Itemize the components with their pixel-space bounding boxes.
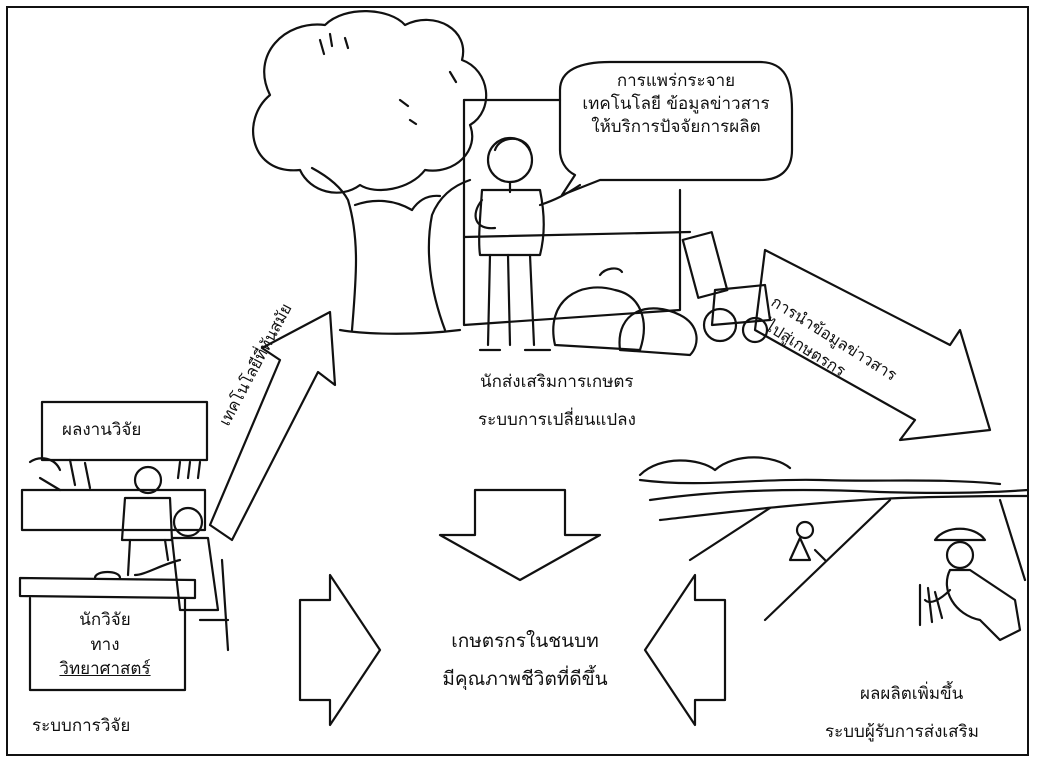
board-panel (462, 98, 692, 327)
bubble-line-3: ให้บริการปัจจัยการผลิต (591, 116, 761, 137)
research-system-label: ระบบการวิจัย (32, 716, 131, 736)
researcher-label-line-1: นักวิจัย (79, 610, 131, 630)
farm-field-illustration (638, 456, 1030, 642)
information-arrow (753, 248, 992, 442)
researcher-label-line-2: ทาง (90, 634, 120, 655)
researcher-label: นักวิจัย ทาง วิทยาศาสตร์ (30, 608, 180, 682)
center-line-1: เกษตรกรในชนบท (451, 630, 599, 652)
speech-bubble-text: การแพร่กระจาย เทคโนโลยี ข้อมูลข่าวสาร ให… (560, 70, 792, 139)
research-board-label: ผลงานวิจัย (62, 420, 142, 440)
diagram-frame (6, 6, 1029, 756)
speech-bubble (558, 60, 794, 197)
change-system-label: ระบบการเปลี่ยนแปลง (478, 410, 636, 430)
technology-arrow (208, 310, 337, 542)
right-pointing-arrow (298, 573, 382, 727)
center-line-2: มีคุณภาพชีวิตที่ดีขึ้น (442, 668, 608, 690)
bubble-line-1: การแพร่กระจาย (616, 71, 736, 91)
down-arrow (438, 488, 602, 582)
extension-officer-label: นักส่งเสริมการเกษตร (480, 372, 634, 392)
recipient-system-label: ระบบผู้รับการส่งเสริม (825, 722, 979, 742)
researcher-label-line-3: วิทยาศาสตร์ (59, 659, 151, 680)
fertilizer-sacks (552, 267, 698, 357)
extension-officer-figure (474, 136, 582, 352)
tree-illustration (252, 10, 488, 335)
bubble-line-2: เทคโนโลยี ข้อมูลข่าวสาร (582, 93, 770, 114)
sprayer-machine (681, 231, 772, 344)
left-pointing-arrow (643, 573, 727, 727)
research-lab-illustration (18, 400, 230, 692)
increased-yield-label: ผลผลิตเพิ่มขึ้น (860, 684, 964, 704)
